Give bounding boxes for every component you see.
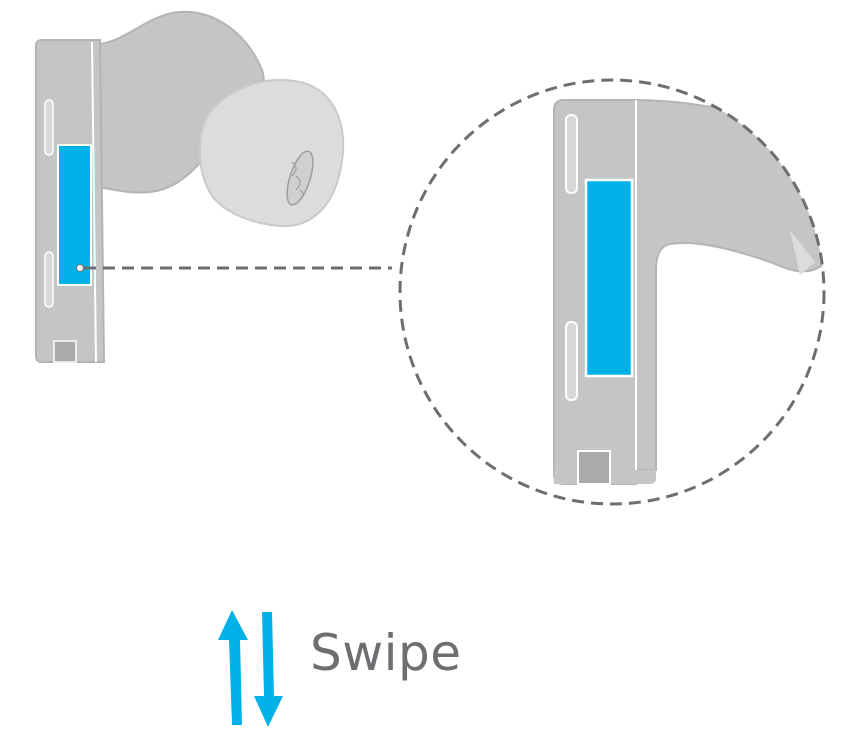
zoom-slot-top xyxy=(565,114,578,194)
swipe-up-down-arrows-icon xyxy=(218,610,283,727)
zoom-magnified-earbud xyxy=(553,98,824,485)
earbud-small-touch-dot xyxy=(76,264,84,272)
zoom-earbud-head xyxy=(629,98,824,471)
earbud-small-nozzle xyxy=(286,150,314,206)
earbud-small-slot-bottom xyxy=(44,251,54,308)
zoom-slot-bottom xyxy=(565,321,578,401)
zoom-touch-area xyxy=(584,178,634,378)
swipe-instruction-label: Swipe xyxy=(310,624,462,682)
earbud-small-connector xyxy=(53,340,77,363)
earbud-small-slot-top xyxy=(44,99,54,156)
zoom-circle-outline xyxy=(398,78,826,506)
earbud-small-touch-area xyxy=(57,144,92,286)
zoom-connector xyxy=(577,450,611,485)
earbud-small xyxy=(35,10,345,363)
earbud-small-eartip xyxy=(198,78,345,228)
